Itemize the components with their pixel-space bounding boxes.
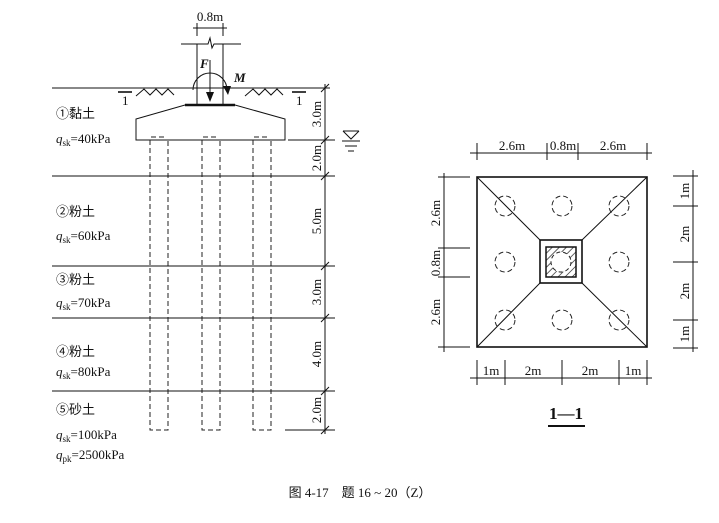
pile xyxy=(201,136,221,431)
section-mark-left: 1 xyxy=(122,93,129,108)
pile xyxy=(252,136,272,431)
layer-name: ③粉土 xyxy=(56,272,95,287)
left-dim-ticks xyxy=(438,176,470,348)
plan-right-dim: 1m xyxy=(677,326,692,343)
moment-arrowhead-icon xyxy=(223,86,231,95)
plan-left-dim: 2.6m xyxy=(428,200,443,226)
depth-label: 2.0m xyxy=(309,145,324,171)
force-label: F xyxy=(199,56,209,71)
depth-label: 5.0m xyxy=(309,208,324,234)
force-arrowhead-icon xyxy=(206,92,214,102)
layer-qsk: qsk=60kPa xyxy=(56,228,111,245)
plan-top-dim: 0.8m xyxy=(550,138,576,153)
soil-hatch xyxy=(135,88,284,97)
column-break-line xyxy=(181,36,241,50)
depth-label: 2.0m xyxy=(309,397,324,423)
depth-dim-ticks xyxy=(320,83,330,435)
bottom-dim-ticks xyxy=(476,360,648,385)
plan-left-dim: 2.6m xyxy=(428,299,443,325)
pile-cap-outline xyxy=(476,176,648,348)
plan-right-dim: 1m xyxy=(677,183,692,200)
layer-name: ④粉土 xyxy=(56,344,95,359)
column-width-label: 0.8m xyxy=(197,9,223,24)
layer-qpk: qpk=2500kPa xyxy=(56,447,125,464)
layer-name: ②粉土 xyxy=(56,204,95,219)
plan-left-dim: 0.8m xyxy=(428,250,443,276)
depth-label: 3.0m xyxy=(309,279,324,305)
elevation-view: 0.8m F M 1 1 3.0m 2.0m 5.0m 3.0m 4.0m 2.… xyxy=(52,9,360,464)
layer-qsk: qsk=40kPa xyxy=(56,131,111,148)
column-outline xyxy=(539,239,583,284)
pile-circles xyxy=(494,195,630,331)
layer-name: ①黏土 xyxy=(56,106,95,121)
layer-qsk: qsk=100kPa xyxy=(56,427,117,444)
figure-caption: 图 4-17 题 16 ~ 20（Z） xyxy=(289,485,432,500)
plan-bottom-dim: 1m xyxy=(625,363,642,378)
plan-top-dim: 2.6m xyxy=(600,138,626,153)
layer-qsk: qsk=80kPa xyxy=(56,364,111,381)
center-pile-circle xyxy=(550,251,572,273)
layer-name: ⑤砂土 xyxy=(56,402,95,417)
section-mark-right: 1 xyxy=(296,93,303,108)
pile xyxy=(149,136,169,431)
plan-top-dim: 2.6m xyxy=(499,138,525,153)
plan-bottom-dim: 2m xyxy=(582,363,599,378)
plan-bottom-dim: 2m xyxy=(525,363,542,378)
cap-slope-lines xyxy=(476,176,648,348)
plan-right-dim: 2m xyxy=(677,226,692,243)
plan-view: 2.6m 0.8m 2.6m 2.6m 0.8m 2.6m 1m 2m 2m 1… xyxy=(428,138,698,427)
pile-cap xyxy=(135,104,286,141)
moment-label: M xyxy=(233,70,246,85)
plan-right-dim: 2m xyxy=(677,283,692,300)
depth-label: 3.0m xyxy=(309,101,324,127)
section-title: 1—1 xyxy=(549,404,583,423)
plan-bottom-dim: 1m xyxy=(483,363,500,378)
depth-label: 4.0m xyxy=(309,341,324,367)
water-table-icon xyxy=(342,130,360,152)
layer-qsk: qsk=70kPa xyxy=(56,295,111,312)
moment-arrow xyxy=(192,72,228,91)
right-dim-ticks xyxy=(673,175,698,349)
top-dim-ticks xyxy=(476,143,648,160)
